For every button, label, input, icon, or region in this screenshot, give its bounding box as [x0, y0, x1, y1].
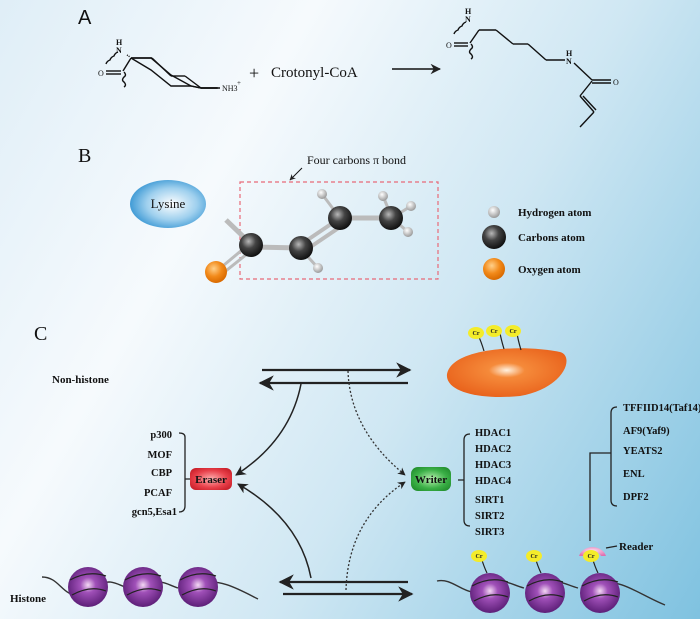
cr-mark [471, 550, 487, 562]
svg-text:Cr: Cr [588, 554, 595, 560]
panel-b-label: B [78, 145, 91, 167]
hydrogen-atom [406, 201, 416, 211]
product-amine-n: N [465, 15, 471, 24]
panel-a-label: A [78, 7, 92, 29]
hydrogen-atom [317, 189, 327, 199]
enzyme-sirt3: SIRT3 [475, 527, 504, 538]
lysine-nh3-group: NH3 [222, 84, 238, 93]
eraser-node: Eraser [190, 468, 232, 490]
lysine-charge: + [237, 79, 241, 87]
histone-nucleosomes-left [41, 567, 259, 607]
reader-enl: ENL [623, 469, 645, 480]
lysine-carbonyl-o: O [98, 69, 104, 78]
enzyme-hdac2: HDAC2 [475, 444, 511, 455]
writer-node: Writer [411, 467, 451, 491]
non-histone-to-eraser-curve [235, 383, 302, 476]
legend-oxygen-swatch [483, 258, 505, 280]
reader-label: Reader [619, 541, 653, 553]
enzyme-hdac3: HDAC3 [475, 460, 511, 471]
legend-oxygen-label: Oxygen atom [518, 264, 581, 276]
svg-text:Cr: Cr [491, 329, 498, 335]
product-carbonyl-o: O [446, 41, 452, 50]
carbon-atom [289, 236, 313, 260]
lysine-structure [130, 57, 220, 89]
histone-label: Histone [10, 593, 46, 605]
non-histone-protein: Cr Cr Cr [446, 325, 567, 398]
carbon-atom [379, 206, 403, 230]
lysine-reactant [105, 51, 218, 89]
enzyme-sirt1: SIRT1 [475, 495, 504, 506]
nucleosome [68, 567, 108, 607]
histone-nucleosomes-right: Cr Cr Cr [436, 550, 666, 613]
cr-mark [505, 325, 521, 337]
product-amide-n: N [566, 57, 572, 66]
reader-node: Reader [579, 541, 653, 556]
pi-bond-annotation: Four carbons π bond [307, 153, 406, 167]
writer-label: Writer [415, 474, 447, 486]
enzyme-pcaf: PCAF [144, 488, 172, 499]
legend-carbon-label: Carbons atom [518, 232, 585, 244]
svg-text:Cr: Cr [510, 329, 517, 335]
cr-mark [468, 327, 484, 339]
atom-legend: Hydrogen atom Carbons atom Oxygen atom [482, 206, 591, 280]
enzyme-cbp: CBP [151, 468, 173, 479]
reader-dpf2: DPF2 [623, 492, 649, 503]
crotonyl-ball-stick-model [205, 189, 416, 283]
lysine-ellipse [130, 180, 206, 228]
histone-to-eraser-curve [237, 483, 312, 579]
cr-mark [583, 550, 599, 562]
crotonyl-lysine-product [453, 21, 611, 128]
enzyme-hdac4: HDAC4 [475, 476, 512, 487]
non-histone-to-writer-dotted [347, 370, 406, 476]
carbon-atom [328, 206, 352, 230]
panel-c-label: C [34, 323, 47, 345]
hydrogen-atom [378, 191, 388, 201]
hydrogen-atom [403, 227, 413, 237]
reader-af9: AF9(Yaf9) [623, 426, 670, 437]
product-amide-h: H [566, 49, 573, 58]
reader-yeats2: YEATS2 [623, 446, 662, 457]
lysine-amine-n: N [116, 46, 122, 55]
plus-sign: + [249, 63, 259, 83]
lysine-amine-h: H [116, 38, 123, 47]
reader-tffiid14: TFFIID14(Taf14) [623, 403, 700, 414]
histone-to-writer-dotted [345, 481, 406, 591]
lysine-label: Lysine [151, 196, 186, 211]
reader-protein-list: TFFIID14(Taf14) AF9(Yaf9) YEATS2 ENL DPF… [623, 403, 700, 503]
oxygen-atom [205, 261, 227, 283]
legend-carbon-swatch [482, 225, 506, 249]
nucleosome [470, 573, 510, 613]
cr-mark [486, 325, 502, 337]
carbon-atom [239, 233, 263, 257]
hydrogen-atom [313, 263, 323, 273]
enzyme-sirt2: SIRT2 [475, 511, 504, 522]
nucleosome [178, 567, 218, 607]
legend-hydrogen-swatch [488, 206, 500, 218]
annotation-pointer [289, 167, 303, 181]
nucleosome [123, 567, 163, 607]
product-amide-o: O [613, 78, 619, 87]
enzyme-mof: MOF [148, 450, 173, 461]
cr-mark [526, 550, 542, 562]
reader-proteins-bracket [589, 406, 618, 541]
eraser-enzymes-bracket [458, 433, 471, 527]
nucleosome [580, 573, 620, 613]
product-amine-h: H [465, 7, 472, 16]
nucleosome [525, 573, 565, 613]
enzyme-gcn5-esa1: gcn5,Esa1 [132, 507, 177, 518]
writer-enzyme-list: p300 MOF CBP PCAF gcn5,Esa1 [132, 430, 177, 518]
non-histone-label: Non-histone [52, 374, 109, 386]
enzyme-p300: p300 [150, 430, 172, 441]
enzyme-hdac1: HDAC1 [475, 428, 511, 439]
svg-text:Cr: Cr [473, 331, 480, 337]
legend-hydrogen-label: Hydrogen atom [518, 207, 591, 219]
svg-text:Cr: Cr [476, 554, 483, 560]
eraser-label: Eraser [195, 474, 227, 486]
eraser-enzyme-list: HDAC1 HDAC2 HDAC3 HDAC4 SIRT1 SIRT2 SIRT… [475, 428, 512, 538]
writer-enzymes-bracket [178, 432, 190, 513]
crotonyl-coa-label: Crotonyl-CoA [271, 65, 358, 81]
svg-text:Cr: Cr [531, 554, 538, 560]
